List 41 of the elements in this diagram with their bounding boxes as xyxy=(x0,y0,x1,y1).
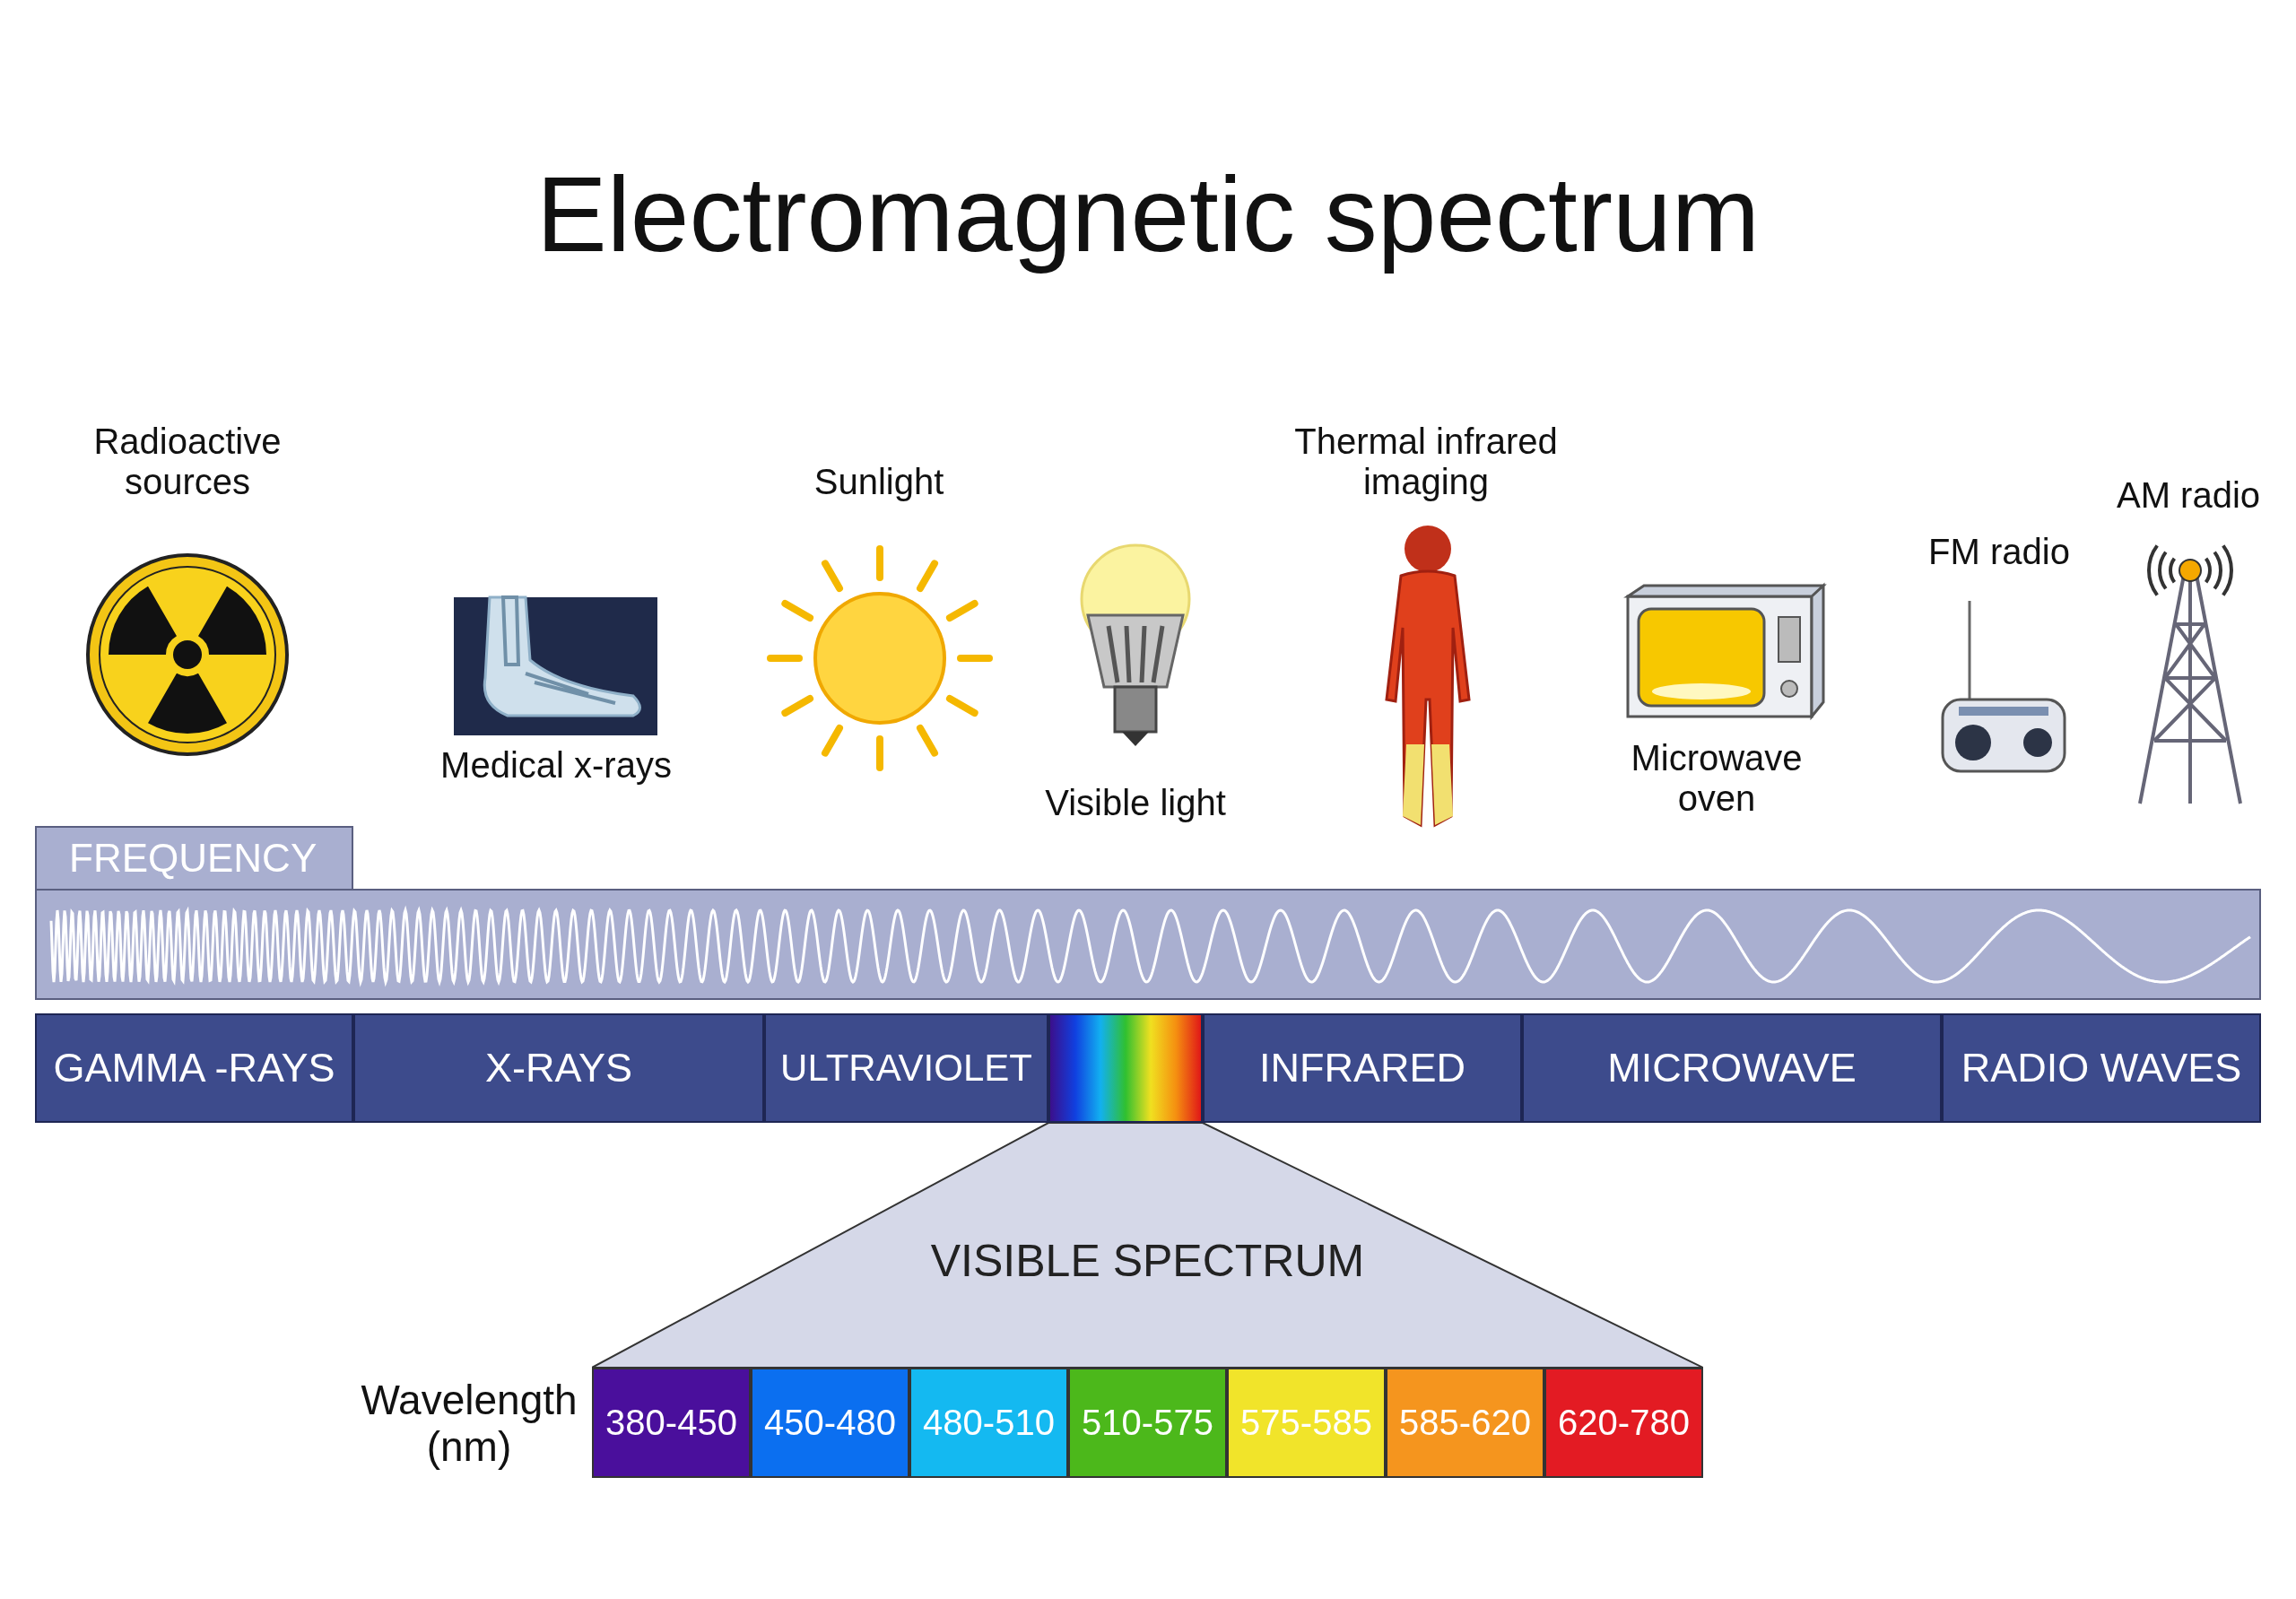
visible-spectrum-trapezoid xyxy=(592,1123,1703,1368)
section-heading: VISIBLE SPECTRUM xyxy=(930,1235,1365,1287)
band-label: 380-450 xyxy=(605,1403,737,1443)
frequency-tab xyxy=(35,826,353,891)
icon-caption: Radioactive sources xyxy=(92,421,283,502)
wavelength-band xyxy=(909,1368,1068,1478)
wavelength-band xyxy=(1068,1368,1227,1478)
icon-caption: Sunlight xyxy=(813,461,945,502)
icon-caption: Microwave oven xyxy=(1630,738,1804,819)
icon-caption: FM radio xyxy=(1927,531,2071,572)
band-label: MICROWAVE xyxy=(1607,1045,1857,1091)
band-label: FREQUENCY xyxy=(69,836,317,881)
icon-caption: Visible light xyxy=(1044,782,1227,823)
band-label: INFRARED xyxy=(1259,1045,1465,1091)
icon-caption: AM radio xyxy=(2115,474,2262,516)
icon-caption: Medical x-rays xyxy=(439,744,673,786)
icon-caption: Thermal infrared imaging xyxy=(1293,421,1559,502)
band-label: 575-585 xyxy=(1240,1403,1372,1443)
wavelength-band xyxy=(751,1368,909,1478)
band-label: 620-780 xyxy=(1558,1403,1690,1443)
band-label: ULTRAVIOLET xyxy=(780,1047,1032,1090)
spectrum-band xyxy=(1942,1013,2261,1123)
band-label: 480-510 xyxy=(923,1403,1055,1443)
axis-label: Wavelength (nm) xyxy=(360,1377,578,1471)
spectrum-band xyxy=(35,1013,353,1123)
spectrum-band xyxy=(764,1013,1048,1123)
spectrum-band xyxy=(353,1013,764,1123)
spectrum-band xyxy=(1203,1013,1522,1123)
band-label: GAMMA -RAYS xyxy=(53,1045,335,1091)
wavelength-band xyxy=(1227,1368,1386,1478)
band-label: X-RAYS xyxy=(484,1045,633,1091)
spectrum-band xyxy=(1522,1013,1942,1123)
band-label: 585-620 xyxy=(1399,1403,1531,1443)
title: Electromagnetic spectrum xyxy=(535,157,1761,274)
band-label: 510-575 xyxy=(1082,1403,1213,1443)
wavelength-band xyxy=(1544,1368,1703,1478)
visible-gradient-band xyxy=(1048,1013,1203,1123)
wavelength-band xyxy=(592,1368,751,1478)
band-label: RADIO WAVES xyxy=(1961,1045,2242,1091)
band-label: 450-480 xyxy=(764,1403,896,1443)
wavelength-band xyxy=(1386,1368,1544,1478)
